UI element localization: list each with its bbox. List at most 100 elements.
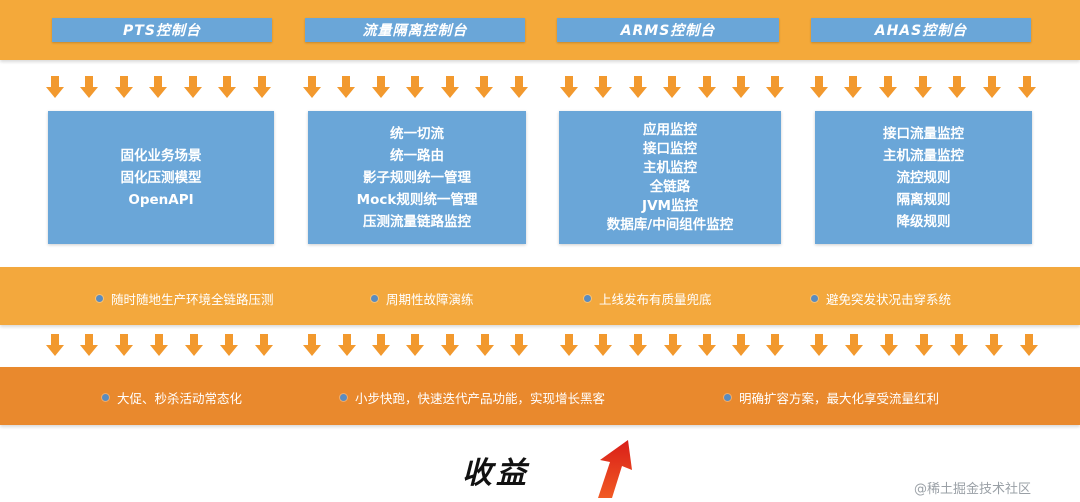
capability-item: 避免突发状况击穿系统 (811, 289, 951, 308)
feature-line: 主机监控 (643, 159, 697, 176)
down-arrow-row-top (0, 76, 1080, 100)
down-arrow-icon (510, 76, 528, 98)
down-arrow-icon (664, 334, 682, 356)
watermark: @稀土掘金技术社区 (914, 482, 1032, 497)
feature-line: 全链路 (649, 178, 691, 195)
feature-line: 影子规则统一管理 (363, 169, 471, 186)
down-arrow-icon (732, 76, 750, 98)
feature-line: Mock规则统一管理 (356, 191, 478, 208)
down-arrow-icon (663, 76, 681, 98)
down-arrow-icon (441, 334, 459, 356)
feature-line: OpenAPI (128, 191, 194, 208)
console-ahas: AHAS控制台 (811, 18, 1031, 42)
down-arrow-icon (372, 76, 390, 98)
bullet-icon (584, 295, 591, 302)
feature-line: 统一路由 (390, 147, 444, 164)
feature-line: 统一切流 (390, 125, 444, 142)
down-arrow-icon (594, 76, 612, 98)
down-arrow-icon (476, 334, 494, 356)
down-arrow-icon (441, 76, 459, 98)
down-arrow-icon (253, 76, 271, 98)
feature-line: 主机流量监控 (883, 147, 964, 164)
outcome-text: 大促、秒杀活动常态化 (117, 391, 243, 406)
bullet-icon (811, 295, 818, 302)
down-arrow-icon (950, 334, 968, 356)
down-arrow-icon (184, 76, 202, 98)
down-arrow-row-bottom (0, 334, 1080, 358)
console-label: PTS控制台 (123, 23, 201, 39)
bullet-icon (724, 394, 731, 401)
down-arrow-icon (1020, 334, 1038, 356)
down-arrow-icon (914, 76, 932, 98)
down-arrow-icon (698, 76, 716, 98)
down-arrow-icon (698, 334, 716, 356)
down-arrow-icon (629, 76, 647, 98)
outcome-text: 明确扩容方案，最大化享受流量红利 (739, 391, 940, 406)
outcome-item: 明确扩容方案，最大化享受流量红利 (724, 388, 939, 407)
down-arrow-icon (948, 76, 966, 98)
bullet-icon (340, 394, 347, 401)
feature-line: 接口流量监控 (883, 125, 964, 142)
outcomes-band: 大促、秒杀活动常态化 小步快跑，快速迭代产品功能，实现增长黑客 明确扩容方案，最… (0, 367, 1080, 425)
down-arrow-icon (810, 76, 828, 98)
feature-line: 接口监控 (643, 140, 697, 157)
down-arrow-icon (218, 76, 236, 98)
benefit-label: 收益 (462, 456, 530, 491)
outcome-item: 大促、秒杀活动常态化 (102, 388, 242, 407)
console-label: AHAS控制台 (874, 23, 968, 39)
down-arrow-icon (845, 334, 863, 356)
capability-text: 随时随地生产环境全链路压测 (111, 292, 274, 307)
down-arrow-icon (149, 76, 167, 98)
down-arrow-icon (594, 334, 612, 356)
up-arrow-icon (588, 440, 640, 502)
feature-box-ahas: 接口流量监控 主机流量监控 流控规则 隔离规则 降级规则 (815, 111, 1032, 244)
down-arrow-icon (1018, 76, 1036, 98)
down-arrow-icon (766, 334, 784, 356)
feature-box-traffic-isolation: 统一切流 统一路由 影子规则统一管理 Mock规则统一管理 压测流量链路监控 (308, 111, 526, 244)
down-arrow-icon (80, 334, 98, 356)
down-arrow-icon (255, 334, 273, 356)
down-arrow-icon (983, 76, 1001, 98)
console-label: ARMS控制台 (620, 23, 716, 39)
down-arrow-icon (475, 76, 493, 98)
feature-box-pts: 固化业务场景 固化压测模型 OpenAPI (48, 111, 274, 244)
down-arrow-icon (510, 334, 528, 356)
feature-line: 数据库/中间组件监控 (606, 216, 734, 233)
down-arrow-icon (560, 334, 578, 356)
down-arrow-icon (880, 334, 898, 356)
down-arrow-icon (337, 76, 355, 98)
down-arrow-icon (766, 76, 784, 98)
console-header-band: PTS控制台 流量隔离控制台 ARMS控制台 AHAS控制台 (0, 0, 1080, 60)
bullet-icon (96, 295, 103, 302)
feature-line: JVM监控 (642, 197, 698, 214)
feature-line: 固化业务场景 (120, 147, 202, 164)
down-arrow-icon (185, 334, 203, 356)
capability-item: 周期性故障演练 (371, 289, 474, 308)
outcome-item: 小步快跑，快速迭代产品功能，实现增长黑客 (340, 388, 605, 407)
feature-line: 降级规则 (896, 213, 951, 230)
down-arrow-icon (985, 334, 1003, 356)
down-arrow-icon (915, 334, 933, 356)
console-traffic-isolation: 流量隔离控制台 (305, 18, 525, 42)
down-arrow-icon (303, 76, 321, 98)
outcome-text: 小步快跑，快速迭代产品功能，实现增长黑客 (355, 391, 606, 406)
down-arrow-icon (810, 334, 828, 356)
down-arrow-icon (115, 76, 133, 98)
down-arrow-icon (732, 334, 750, 356)
down-arrow-icon (150, 334, 168, 356)
capability-text: 避免突发状况击穿系统 (826, 292, 952, 307)
feature-line: 隔离规则 (896, 191, 951, 208)
capabilities-band: 随时随地生产环境全链路压测 周期性故障演练 上线发布有质量兜底 避免突发状况击穿… (0, 267, 1080, 325)
down-arrow-icon (220, 334, 238, 356)
down-arrow-icon (46, 76, 64, 98)
bullet-icon (371, 295, 378, 302)
capability-item: 上线发布有质量兜底 (584, 289, 712, 308)
down-arrow-icon (844, 76, 862, 98)
down-arrow-icon (338, 334, 356, 356)
down-arrow-icon (560, 76, 578, 98)
feature-line: 压测流量链路监控 (363, 213, 471, 230)
console-label: 流量隔离控制台 (362, 23, 468, 39)
down-arrow-icon (46, 334, 64, 356)
feature-line: 流控规则 (896, 169, 951, 186)
feature-line: 应用监控 (643, 121, 697, 138)
